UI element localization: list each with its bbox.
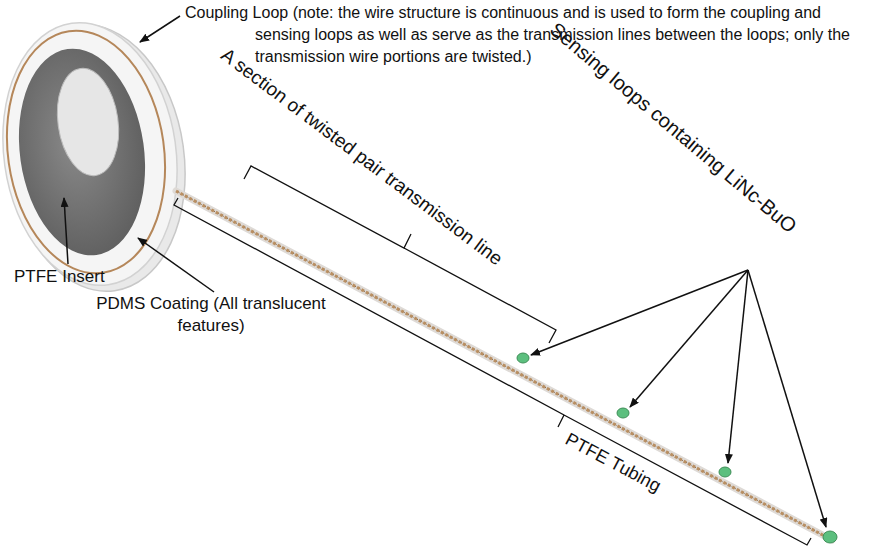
ptfe-insert [6,40,158,263]
ptfe-tubing [176,191,832,540]
leader-lines [64,16,826,527]
ptfe-insert-label: PTFE Insert [14,266,105,288]
sensing-loops [517,353,837,543]
ptfe-tubing-label: PTFE Tubing [562,428,665,497]
pdms-coating-label: PDMS Coating (All translucent features) [96,293,326,337]
sensing-loops-label: Sensing loops containing LiNc-BuO [546,18,801,237]
coupling-loop-wire [0,20,180,283]
coupling-disc [0,11,202,303]
